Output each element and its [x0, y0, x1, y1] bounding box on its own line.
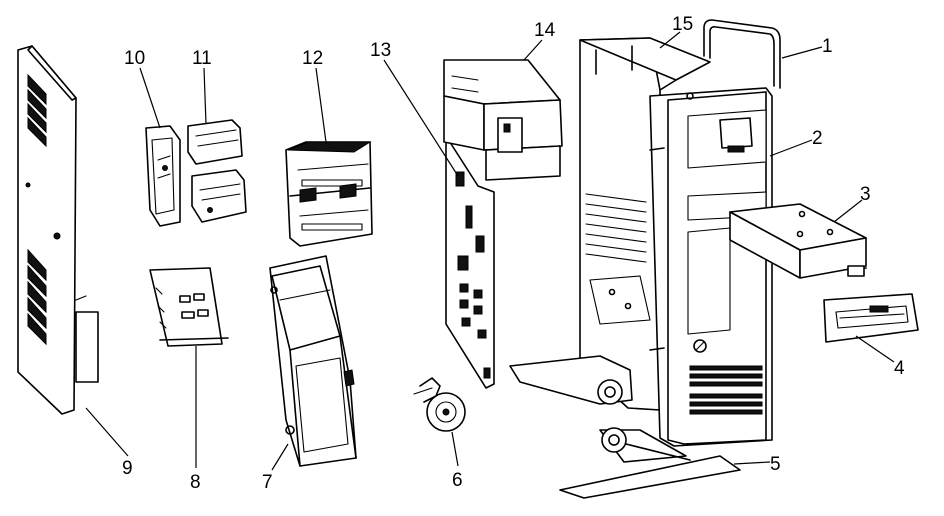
part-3-drive-unit	[729, 203, 867, 279]
part-13-system-board	[445, 135, 495, 389]
callout-15: 15	[672, 14, 693, 35]
part-12-drive-cage	[285, 141, 373, 247]
part-8-adapter-card	[149, 267, 229, 347]
part-11-brackets	[187, 119, 247, 223]
vent-slots-lower	[27, 248, 47, 346]
chassis-vent-fins	[585, 193, 647, 263]
callout-14: 14	[534, 20, 556, 41]
callout-1: 1	[822, 36, 833, 57]
part-5-stand	[509, 355, 741, 499]
part-9-side-cover	[17, 45, 99, 415]
part-10-bracket	[145, 125, 181, 227]
callout-3: 3	[860, 184, 871, 205]
vent-slots-upper	[27, 73, 47, 148]
callout-4: 4	[894, 358, 905, 379]
leader-lines	[85, 31, 895, 471]
callout-10: 10	[124, 48, 145, 69]
callout-9: 9	[122, 458, 133, 479]
part-1-handle	[703, 19, 781, 89]
callout-5: 5	[770, 454, 781, 475]
bezel-vent-slots	[689, 365, 763, 415]
callout-6: 6	[452, 470, 463, 491]
callout-7: 7	[262, 472, 273, 493]
part-2-front-bezel	[649, 87, 773, 447]
callout-11: 11	[192, 48, 212, 69]
part-4-bezel-insert	[823, 293, 919, 343]
callout-2: 2	[812, 128, 823, 149]
callout-13: 13	[370, 40, 391, 61]
part-6-speaker	[413, 377, 466, 432]
part-14-drive	[443, 59, 563, 181]
callout-12: 12	[302, 48, 323, 69]
part-7-power-supply	[269, 255, 357, 467]
callout-labels: 1 2 3 4 5 6 7 8 9 10 11 12 13 14 15	[122, 14, 905, 493]
callout-8: 8	[190, 472, 201, 493]
